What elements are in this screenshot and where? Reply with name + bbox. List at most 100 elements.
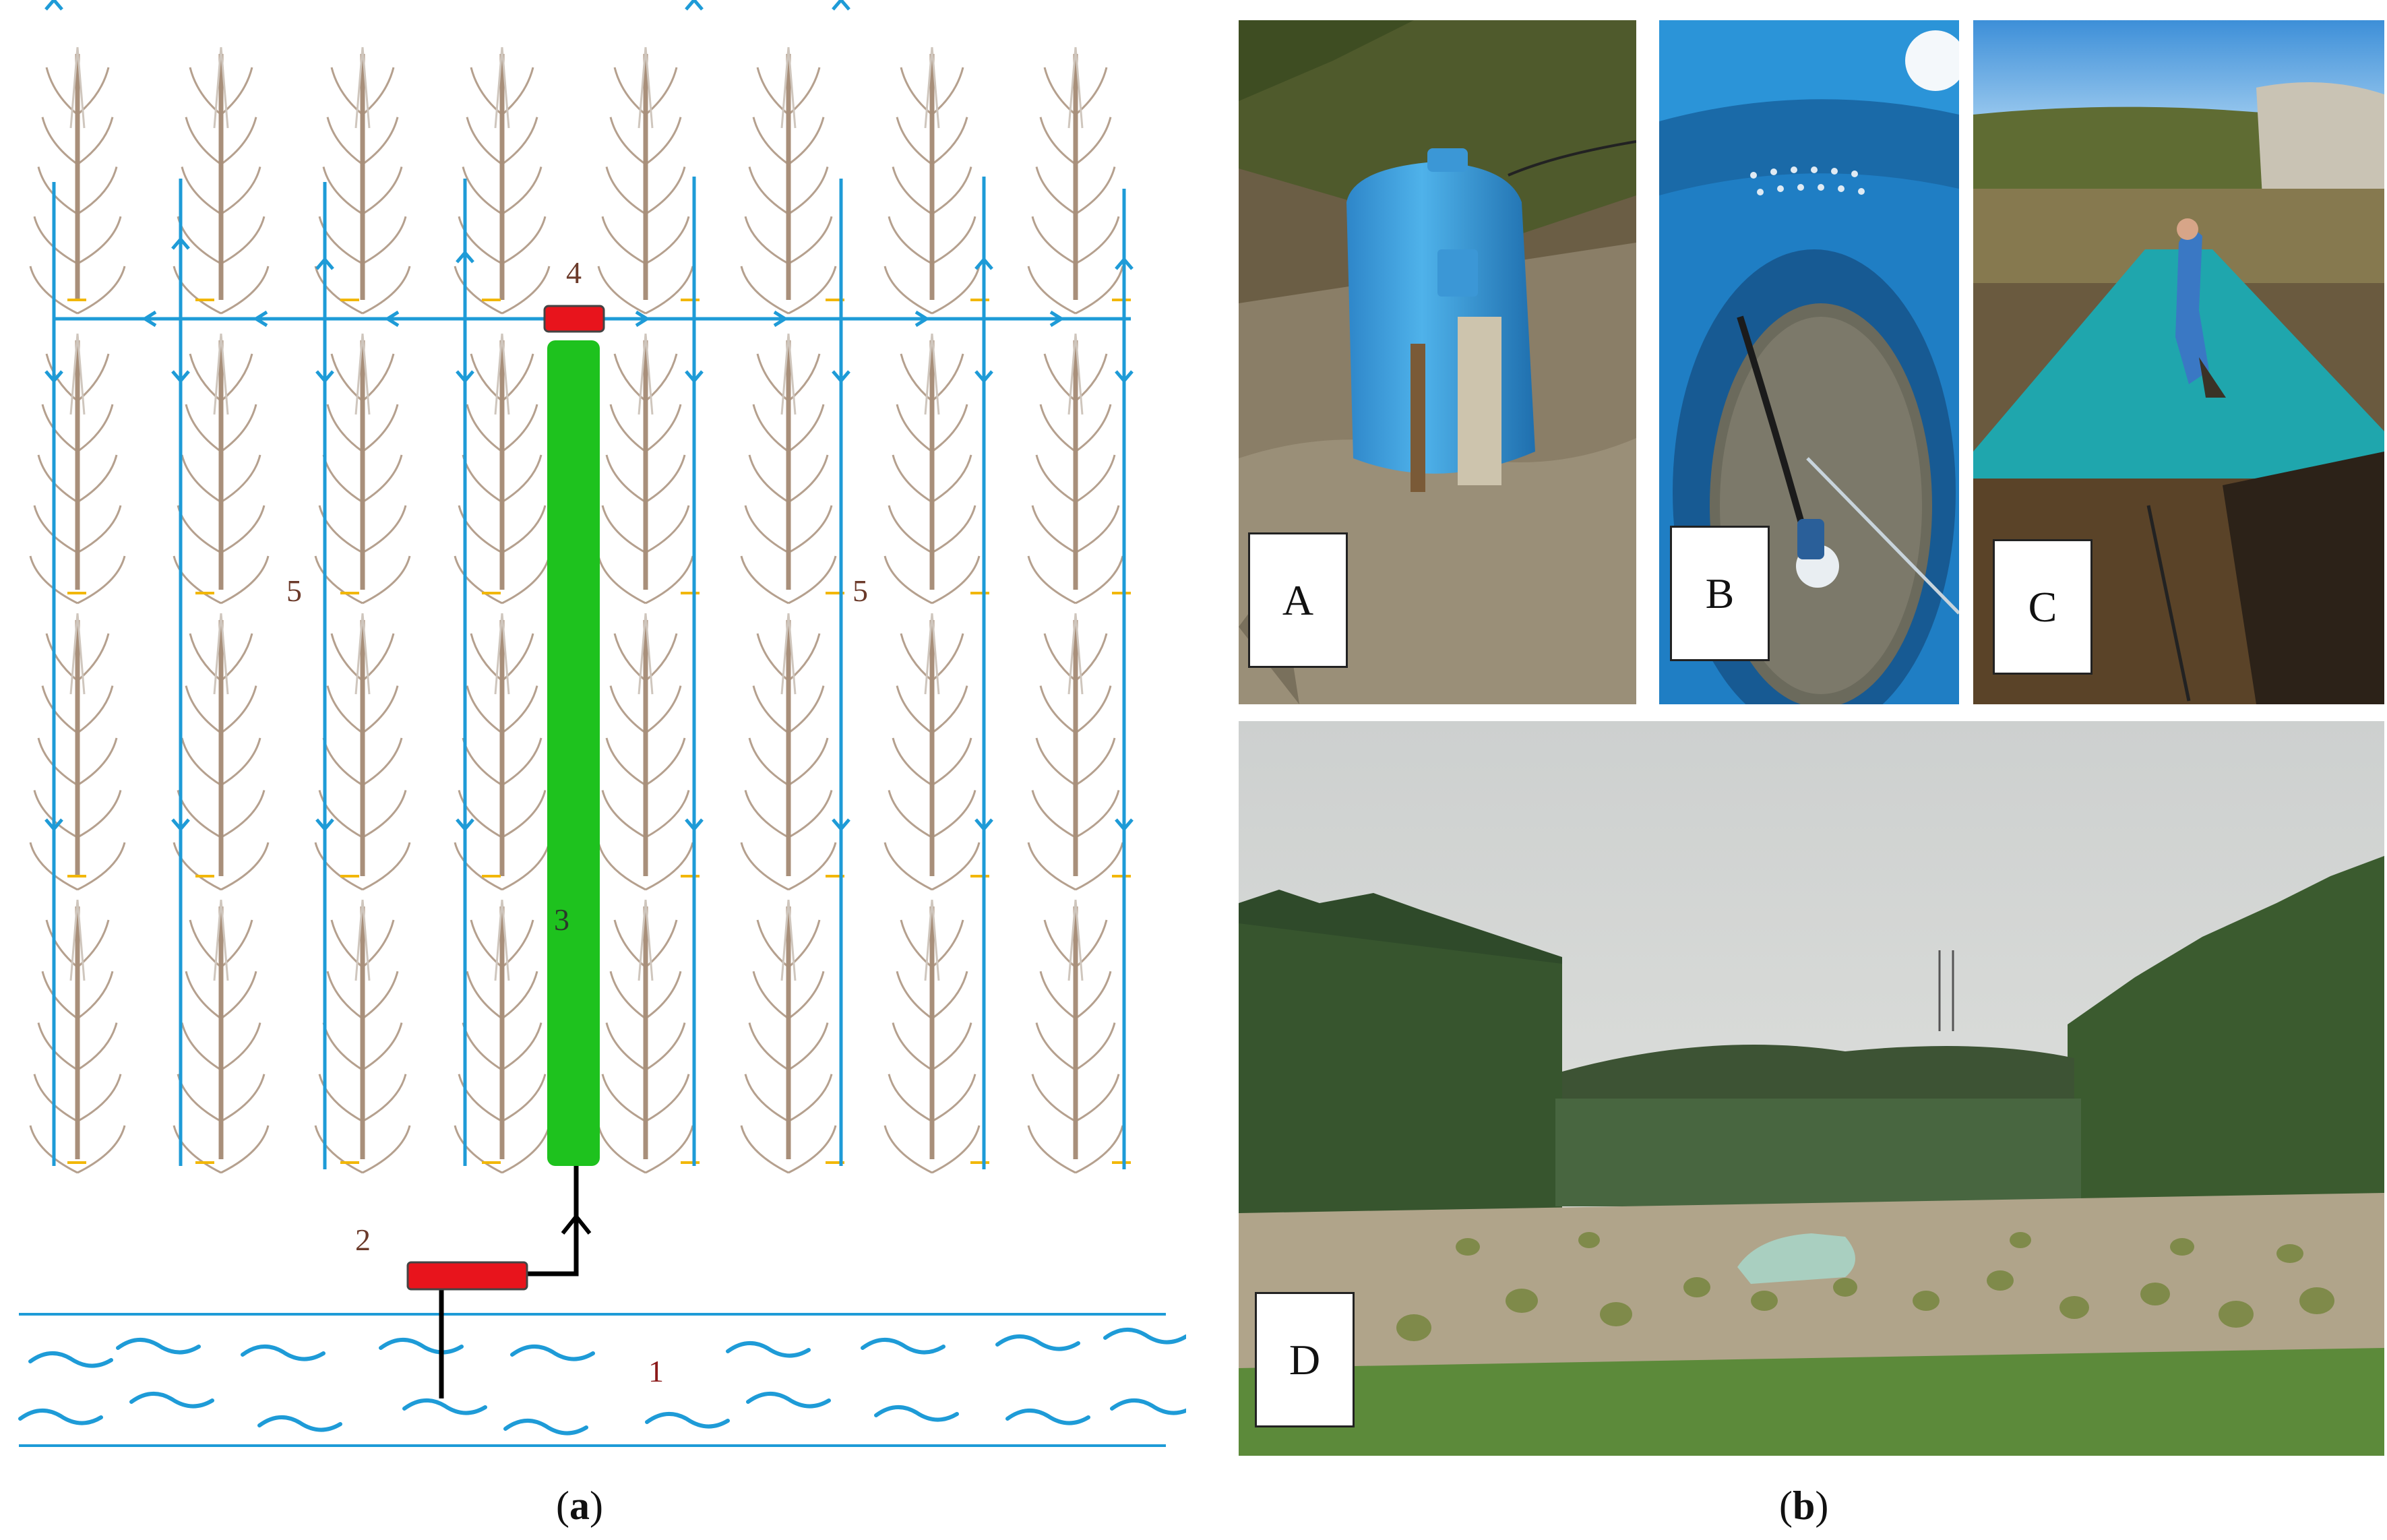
arrow-up	[456, 250, 474, 264]
wave	[726, 1341, 811, 1358]
tree	[454, 899, 551, 1174]
river	[18, 1313, 1186, 1447]
tree	[884, 47, 981, 315]
arrow-down	[456, 818, 474, 832]
tree	[884, 333, 981, 605]
arrow-left	[142, 310, 157, 328]
arrow-down	[171, 370, 190, 383]
photo-d	[1239, 721, 2384, 1456]
wave	[28, 1351, 113, 1368]
arrow-down	[456, 370, 474, 383]
arrow-right	[773, 310, 788, 328]
tree	[740, 47, 837, 315]
arrow-up	[832, 0, 850, 11]
wave	[510, 1344, 595, 1361]
label-river: 1	[648, 1354, 664, 1388]
tree	[314, 47, 411, 315]
tree	[740, 613, 837, 891]
lateral-lines	[44, 0, 1134, 1169]
wave	[241, 1344, 326, 1361]
arrow-down	[974, 370, 993, 383]
photo-d-label: D	[1255, 1292, 1355, 1427]
label-valve: 4	[566, 255, 582, 290]
tree	[29, 899, 126, 1174]
arrow-right	[635, 310, 650, 328]
tree-rows	[29, 47, 1124, 1174]
tree	[597, 613, 694, 891]
arrow-down	[832, 818, 850, 832]
caption-b-open: (	[1779, 1483, 1793, 1528]
photo-c-label: C	[1993, 539, 2092, 675]
photo-b-label: B	[1670, 526, 1770, 661]
arrow-down	[44, 370, 63, 383]
caption-b: (b)	[1779, 1483, 1828, 1529]
label-pump: 2	[355, 1223, 371, 1257]
tree	[1027, 333, 1124, 605]
arrow-down	[1115, 370, 1134, 383]
tree	[884, 613, 981, 891]
pump	[406, 1261, 528, 1291]
tree	[1027, 613, 1124, 891]
photo-a-label: A	[1248, 532, 1348, 668]
wave	[379, 1337, 464, 1355]
tree	[314, 899, 411, 1174]
wave	[116, 1337, 201, 1355]
tree	[173, 613, 270, 891]
label-lines-left: 5	[286, 574, 302, 608]
arrow-down	[315, 818, 334, 832]
arrow-down	[1115, 818, 1134, 832]
caption-b-close: )	[1815, 1483, 1829, 1528]
wave	[995, 1334, 1080, 1351]
tree	[884, 899, 981, 1174]
caption-a: (a)	[556, 1483, 603, 1529]
caption-b-letter: b	[1792, 1483, 1816, 1528]
storage-tank	[547, 340, 600, 1166]
wave	[129, 1391, 214, 1409]
tree	[454, 333, 551, 605]
arrow-down	[832, 370, 850, 383]
tree	[597, 899, 694, 1174]
wave	[645, 1411, 730, 1429]
wave	[18, 1408, 103, 1425]
arrow-down	[685, 818, 704, 832]
tree	[173, 333, 270, 605]
tree	[740, 899, 837, 1174]
arrow-up	[44, 0, 63, 11]
caption-a-close: )	[589, 1483, 603, 1528]
wave	[257, 1415, 342, 1432]
arrow-down	[315, 370, 334, 383]
tree	[454, 613, 551, 891]
arrow-up	[171, 237, 190, 250]
tree	[740, 333, 837, 605]
arrow-right	[1049, 310, 1065, 328]
wave	[402, 1398, 487, 1415]
water-waves	[18, 1327, 1186, 1436]
arrow-down	[171, 818, 190, 832]
tree	[597, 333, 694, 605]
caption-a-letter: a	[569, 1483, 590, 1528]
tree	[29, 613, 126, 891]
wave	[1103, 1327, 1186, 1345]
arrow-up	[315, 257, 334, 270]
tree	[1027, 47, 1124, 315]
arrow-up	[974, 257, 993, 270]
tree	[454, 47, 551, 315]
tree	[314, 613, 411, 891]
feed-pipe	[439, 1166, 592, 1398]
wave	[874, 1405, 959, 1422]
label-lines-right: 5	[852, 574, 868, 608]
arrow-left	[253, 310, 268, 328]
tree	[173, 899, 270, 1174]
valve	[543, 305, 605, 333]
tree	[1027, 899, 1124, 1174]
wave	[746, 1391, 831, 1409]
arrow-down	[974, 818, 993, 832]
arrow-right	[914, 310, 930, 328]
label-tank: 3	[554, 902, 569, 937]
wave	[1110, 1398, 1186, 1415]
caption-a-open: (	[556, 1483, 569, 1528]
wave	[503, 1418, 588, 1436]
tree	[597, 47, 694, 315]
tree	[314, 333, 411, 605]
tree	[29, 47, 126, 315]
